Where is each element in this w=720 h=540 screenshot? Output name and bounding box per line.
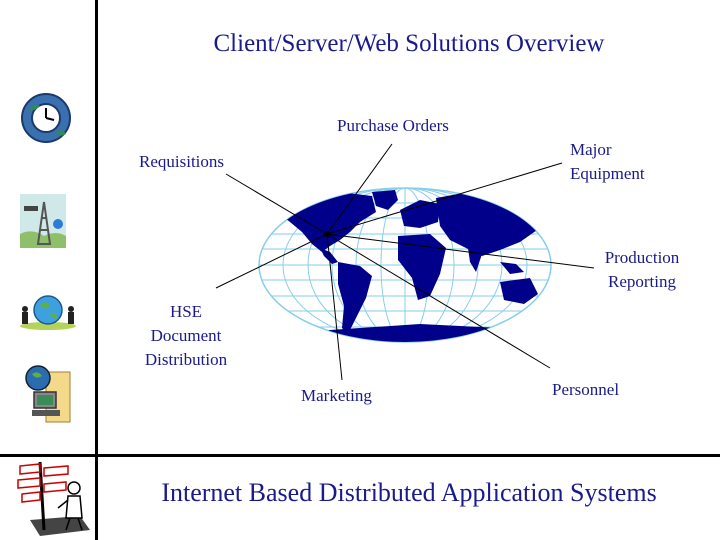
label-production-reporting: Production Reporting bbox=[604, 248, 680, 291]
oil-derrick-icon bbox=[20, 194, 66, 248]
label-major-equipment: Major Equipment bbox=[570, 140, 645, 183]
label-requisitions: Requisitions bbox=[139, 152, 225, 171]
horizontal-divider bbox=[0, 454, 720, 457]
hub-dot bbox=[324, 231, 330, 237]
label-marketing: Marketing bbox=[301, 386, 372, 405]
connector-lines bbox=[215, 143, 595, 381]
line-marketing bbox=[326, 233, 343, 381]
label-personnel: Personnel bbox=[552, 380, 620, 399]
line-purchase-orders bbox=[326, 143, 393, 235]
signpost-person-icon bbox=[17, 461, 90, 536]
line-major-equipment bbox=[326, 162, 563, 235]
label-hse: HSE Document Distribution bbox=[144, 302, 228, 369]
globe-clock-icon bbox=[21, 93, 71, 143]
vertical-divider bbox=[95, 0, 98, 540]
globe-people-icon bbox=[20, 295, 76, 330]
globe-computer-icon bbox=[25, 365, 71, 423]
line-hse bbox=[215, 233, 328, 289]
line-requisitions bbox=[225, 173, 328, 235]
line-personnel bbox=[326, 233, 551, 369]
footer-caption: Internet Based Distributed Application S… bbox=[161, 478, 657, 507]
page-title: Client/Server/Web Solutions Overview bbox=[213, 30, 605, 57]
line-production-reporting bbox=[326, 233, 595, 269]
label-purchase-orders: Purchase Orders bbox=[337, 116, 449, 135]
